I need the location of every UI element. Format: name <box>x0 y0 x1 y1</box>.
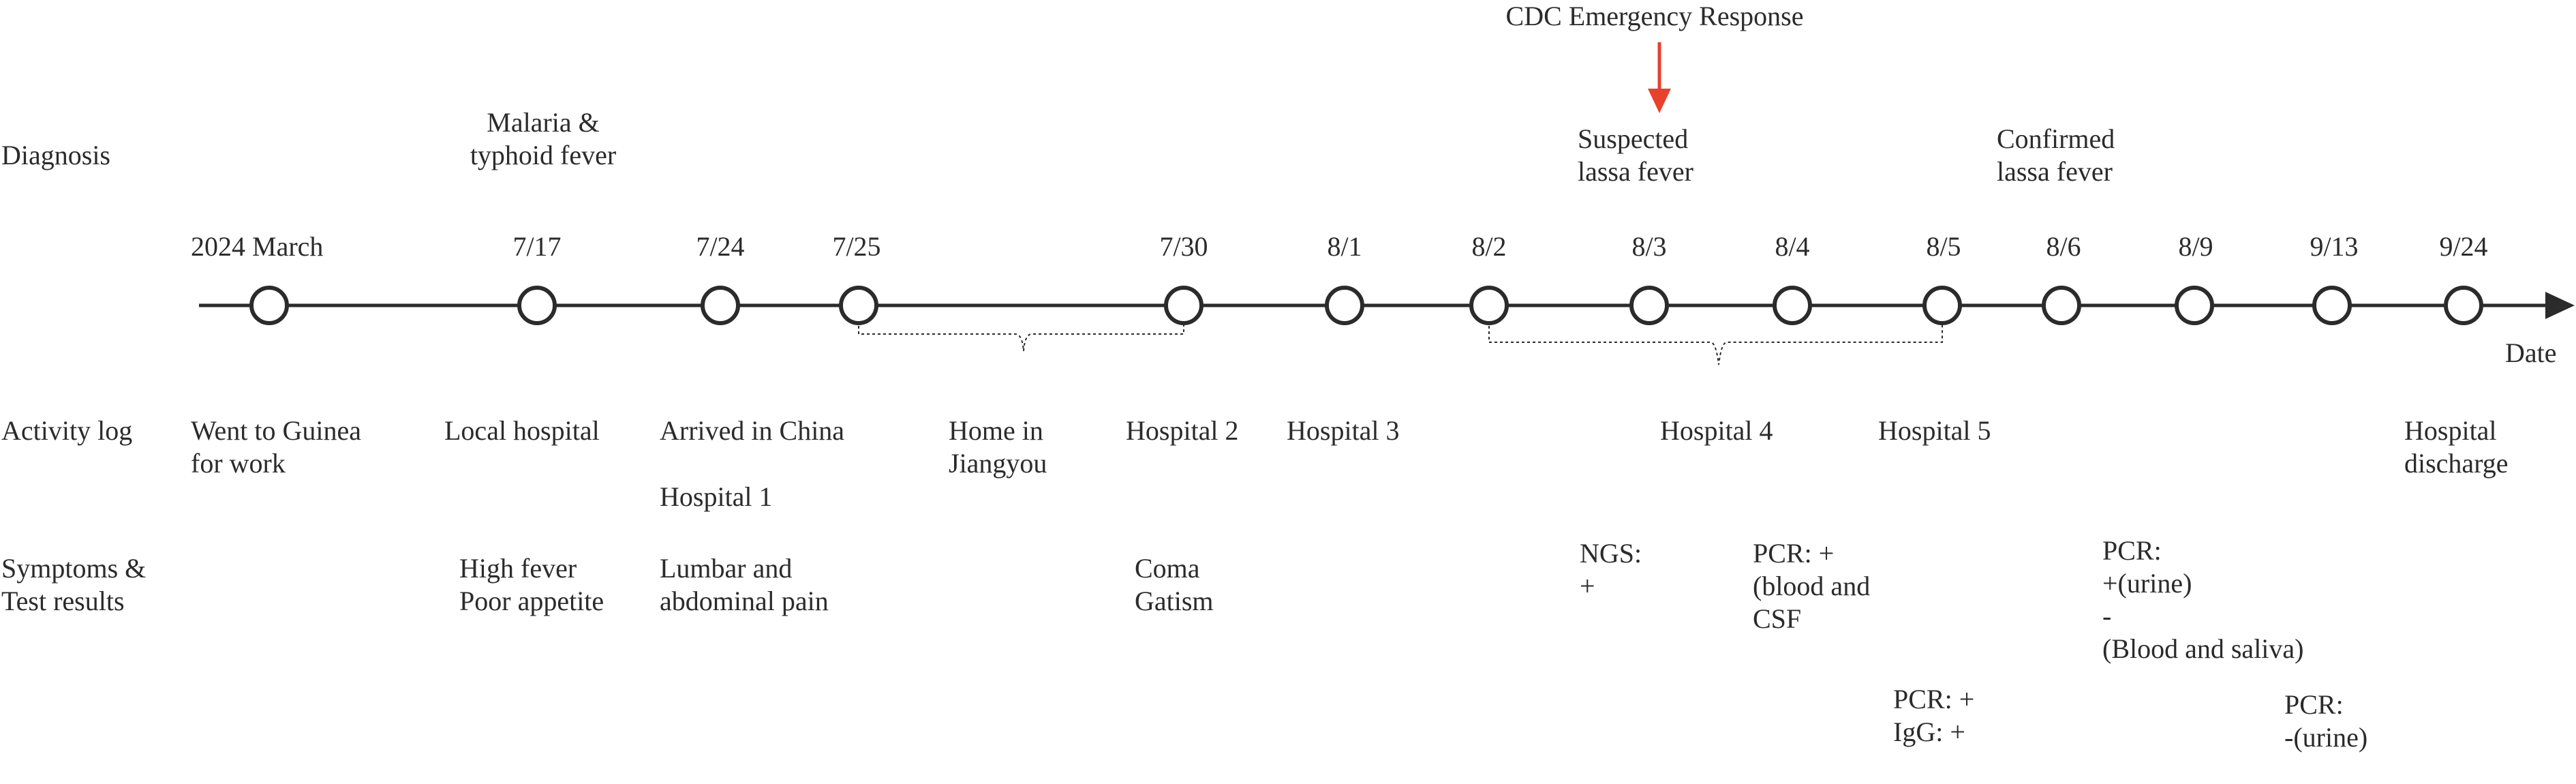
date-label: 7/30 <box>1159 231 1208 262</box>
activity-hospital-2: Hospital 2 <box>1126 415 1239 446</box>
activity-hospital-discharge: Hospital discharge <box>2404 415 2509 479</box>
date-label: 8/3 <box>1631 231 1667 262</box>
date-marker-circle <box>2312 286 2352 325</box>
symptom-fever-appetite: High fever Poor appetite <box>459 553 604 616</box>
date-label: 8/4 <box>1775 231 1810 262</box>
activity-went-to-guinea: Went to Guinea for work <box>191 415 362 479</box>
test-pcr-igg: PCR: + IgG: + <box>1893 684 1975 747</box>
date-label: 8/2 <box>1471 231 1507 262</box>
date-label: 2024 March <box>191 231 324 262</box>
date-label: 8/6 <box>2046 231 2081 262</box>
activity-local-hospital: Local hospital <box>444 415 600 446</box>
activity-home-in-jiangyou: Home in Jiangyou <box>949 415 1047 479</box>
date-marker-circle <box>1164 286 1203 325</box>
date-marker-circle <box>1325 286 1364 325</box>
date-marker-circle <box>839 286 878 325</box>
test-pcr-urine-negative: PCR: -(urine) <box>2284 689 2368 753</box>
date-label: 9/24 <box>2439 231 2488 262</box>
date-label: 7/24 <box>696 231 745 262</box>
date-marker-circle <box>517 286 557 325</box>
row-label-symptoms: Symptoms & Test results <box>1 553 147 616</box>
activity-hospital-1: Hospital 1 <box>660 481 773 512</box>
test-pcr-blood-csf: PCR: + (blood and CSF <box>1753 538 1871 634</box>
emergency-arrow-head <box>1648 89 1671 113</box>
date-label: 7/17 <box>512 231 562 262</box>
row-label-activity: Activity log <box>1 415 133 446</box>
date-marker-circle <box>2444 286 2483 325</box>
date-marker-circle <box>249 286 289 325</box>
date-marker-circle <box>1773 286 1812 325</box>
date-marker-circle <box>1469 286 1509 325</box>
bracket-home-period <box>858 315 1184 352</box>
activity-hospital-3: Hospital 3 <box>1287 415 1400 446</box>
diagnosis-suspected-lassa: Suspected lassa fever <box>1578 123 1693 187</box>
test-ngs: NGS: + <box>1580 538 1642 601</box>
axis-label: Date <box>2505 337 2557 368</box>
emergency-label: CDC Emergency Response <box>1505 1 1804 31</box>
date-markers <box>249 286 2483 325</box>
activity-hospital-5: Hospital 5 <box>1878 415 1991 446</box>
test-pcr-urine-positive: PCR: +(urine) - (Blood and saliva) <box>2102 535 2304 664</box>
row-label-diagnosis: Diagnosis <box>1 140 110 170</box>
diagnosis-malaria-typhoid: Malaria & typhoid fever <box>470 107 617 170</box>
date-label: 8/1 <box>1327 231 1362 262</box>
diagnosis-confirmed-lassa: Confirmed lassa fever <box>1997 123 2115 187</box>
symptom-coma: Coma Gatism <box>1135 553 1214 616</box>
date-marker-circle <box>701 286 740 325</box>
bracket-hospital-period <box>1488 315 1943 365</box>
date-label: 9/13 <box>2310 231 2359 262</box>
date-marker-circle <box>2175 286 2214 325</box>
activity-hospital-4: Hospital 4 <box>1660 415 1773 446</box>
date-marker-circle <box>1922 286 1962 325</box>
date-marker-circle <box>2042 286 2081 325</box>
date-label: 8/9 <box>2178 231 2213 262</box>
activity-arrived-in-china: Arrived in China <box>660 415 845 446</box>
symptom-lumbar-pain: Lumbar and abdominal pain <box>660 553 829 616</box>
date-label: 7/25 <box>832 231 881 262</box>
date-marker-circle <box>1629 286 1669 325</box>
timeline-arrowhead <box>2545 292 2575 319</box>
date-label: 8/5 <box>1926 231 1961 262</box>
